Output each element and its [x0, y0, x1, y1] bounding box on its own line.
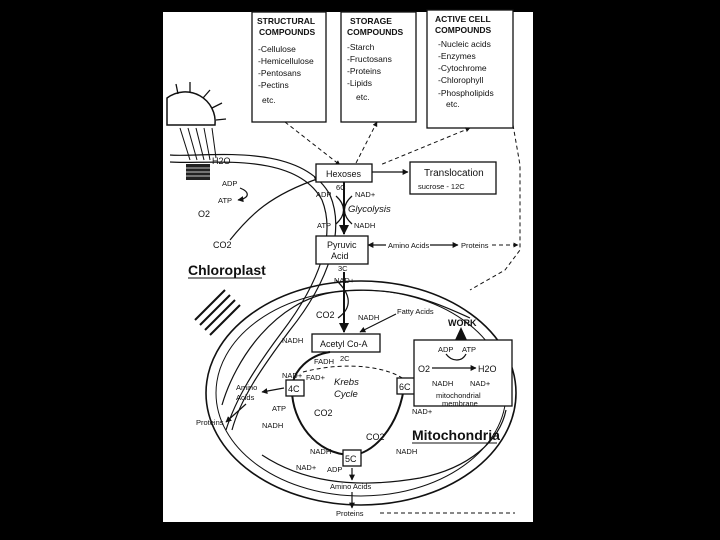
glycolysis-label: Glycolysis: [348, 204, 391, 215]
o2-label: O2: [418, 364, 430, 374]
nadh-label: NADH: [354, 221, 375, 230]
storage-item: -Starch: [347, 42, 375, 52]
proteins-label: Proteins: [461, 241, 489, 250]
nadh-label: NADH: [310, 447, 331, 456]
o2-label: O2: [198, 209, 210, 219]
amino-acids-bottom-label: Amino Acids: [330, 482, 372, 491]
fad-label: FAD+: [306, 373, 326, 382]
nadh-label: NADH: [396, 447, 417, 456]
atp-label: ATP: [272, 404, 286, 413]
active-header-2: COMPOUNDS: [435, 25, 492, 35]
nad-label: NAD+: [282, 371, 303, 380]
storage-item: -Proteins: [347, 66, 381, 76]
storage-header-1: STORAGE: [350, 16, 392, 26]
granum-icon: [194, 289, 241, 336]
glycolysis-pathway: Hexoses 6C ADP NAD+ Glycolysis ATP NADH …: [315, 163, 519, 273]
storage-header-2: COMPOUNDS: [347, 27, 404, 37]
atp-label: ATP: [317, 221, 331, 230]
co2-label: CO2: [316, 310, 335, 320]
h2o-label: H2O: [212, 156, 231, 166]
nadh-label: NADH: [282, 336, 303, 345]
nadh-label: NADH: [262, 421, 283, 430]
fatty-acids-label: Fatty Acids: [397, 307, 434, 316]
adp-label: ADP: [316, 190, 331, 199]
pyruvic-label-2: Acid: [331, 251, 349, 261]
nadh-label: NADH: [432, 379, 453, 388]
chloroplast-label: Chloroplast: [188, 262, 266, 278]
active-item: etc.: [446, 99, 460, 109]
atp-label: ATP: [218, 196, 232, 205]
active-cell-compounds-box: ACTIVE CELL COMPOUNDS -Nucleic acids -En…: [426, 9, 514, 129]
storage-item: etc.: [356, 92, 370, 102]
pyruvic-carbon: 3C: [338, 264, 348, 273]
amino-acids-left-2: Acids: [236, 393, 255, 402]
compound-links: [284, 121, 521, 291]
structural-item: -Pectins: [258, 80, 289, 90]
proteins-bottom-label: Proteins: [336, 509, 364, 518]
atp-label: ATP: [462, 345, 476, 354]
translocation-sub: sucrose - 12C: [418, 182, 465, 191]
hexoses-carbon: 6C: [336, 183, 346, 192]
electron-transport-panel: WORK ADP ATP O2 H2O NADH NAD+ mitochondr…: [413, 318, 513, 408]
structural-item: -Hemicellulose: [258, 56, 314, 66]
active-item: -Enzymes: [438, 51, 476, 61]
work-label: WORK: [448, 318, 477, 328]
adp-label: ADP: [222, 179, 237, 188]
translocation-box: Translocation sucrose - 12C: [409, 161, 497, 195]
hexoses-label: Hexoses: [326, 169, 362, 179]
nad-label: NAD+: [412, 407, 433, 416]
work-arrow-icon: [455, 327, 467, 340]
active-item: -Nucleic acids: [438, 39, 491, 49]
proteins-left-label: Proteins: [196, 418, 224, 427]
translocation-title: Translocation: [424, 168, 484, 179]
sun-icon: [166, 82, 227, 161]
amino-acids-label: Amino Acids: [388, 241, 430, 250]
nad-label: NAD+: [470, 379, 491, 388]
structural-header-1: STRUCTURAL: [257, 16, 315, 26]
co2-mid-label: CO2: [314, 408, 333, 418]
active-item: -Chlorophyll: [438, 75, 483, 85]
structural-header-2: COMPOUNDS: [259, 27, 316, 37]
storage-item: -Lipids: [347, 78, 372, 88]
structural-item: etc.: [262, 95, 276, 105]
h2o-label: H2O: [478, 364, 497, 374]
membrane-label-1: mitochondrial: [436, 391, 481, 400]
mitochondria-label: Mitochondria: [412, 427, 500, 443]
storage-item: -Fructosans: [347, 54, 392, 64]
krebs-label-2: Cycle: [334, 389, 358, 400]
four-c-label: 4C: [288, 384, 300, 394]
fadh-label: FADH: [314, 357, 334, 366]
structural-item: -Cellulose: [258, 44, 296, 54]
nadh-label: NADH: [358, 313, 379, 322]
co2-bottom-label: CO2: [366, 432, 385, 442]
mitochondrion: NAD+ CO2 NADH Fatty Acids Acetyl Co-A 2C…: [196, 272, 517, 518]
storage-compounds-box: STORAGE COMPOUNDS -Starch -Fructosans -P…: [340, 11, 417, 123]
pyruvic-acid-box: [315, 235, 369, 265]
five-c-label: 5C: [345, 454, 357, 464]
amino-acids-left-1: Amino: [236, 383, 257, 392]
six-c-label: 6C: [399, 382, 411, 392]
structural-compounds-box: STRUCTURAL COMPOUNDS -Cellulose -Hemicel…: [251, 11, 327, 123]
adp-label: ADP: [438, 345, 453, 354]
active-item: -Cytochrome: [438, 63, 487, 73]
structural-item: -Pentosans: [258, 68, 301, 78]
nad-label: NAD+: [355, 190, 376, 199]
adp-label: ADP: [327, 465, 342, 474]
nad-label: NAD+: [296, 463, 317, 472]
acetyl-label: Acetyl Co-A: [320, 339, 368, 349]
active-header-1: ACTIVE CELL: [435, 14, 491, 24]
membrane-label-2: membrane: [442, 399, 478, 408]
acetyl-carbon: 2C: [340, 354, 350, 363]
pyruvic-label-1: Pyruvic: [327, 240, 357, 250]
four-carbon-box: [285, 379, 305, 397]
acetyl-coa-box: [311, 333, 381, 353]
active-item: -Phospholipids: [438, 88, 494, 98]
five-carbon-box: [342, 449, 362, 467]
co2-label: CO2: [213, 240, 232, 250]
krebs-label-1: Krebs: [334, 377, 359, 388]
